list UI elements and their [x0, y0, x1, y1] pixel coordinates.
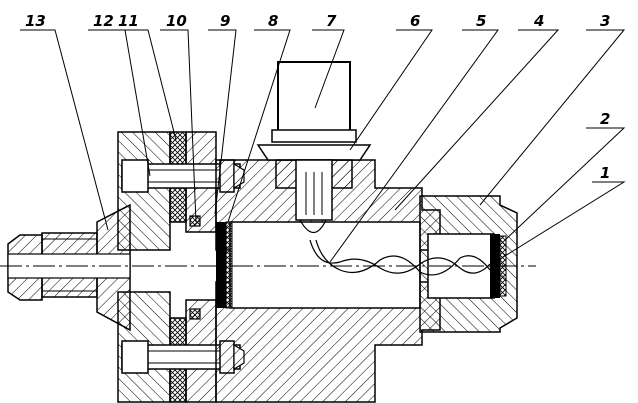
end-cap — [419, 195, 518, 333]
connector — [256, 61, 372, 234]
callout-7: 7 — [326, 12, 337, 30]
callout-13: 13 — [25, 12, 46, 30]
callout-12: 12 — [93, 12, 114, 30]
callout-3: 3 — [600, 12, 610, 30]
twisted-wire-2 — [315, 239, 491, 276]
leader-lines — [20, 29, 626, 265]
callout-8: 8 — [268, 12, 278, 30]
callout-10: 10 — [166, 12, 187, 30]
callout-9: 9 — [220, 12, 230, 30]
twisted-wire — [309, 239, 491, 274]
callout-6: 6 — [410, 12, 420, 30]
inlet-fitting — [7, 203, 131, 332]
callout-4: 4 — [533, 12, 544, 30]
callout-2: 2 — [600, 110, 610, 128]
callout-1: 1 — [600, 164, 610, 182]
callout-5: 5 — [476, 12, 486, 30]
callout-11: 11 — [118, 12, 139, 30]
